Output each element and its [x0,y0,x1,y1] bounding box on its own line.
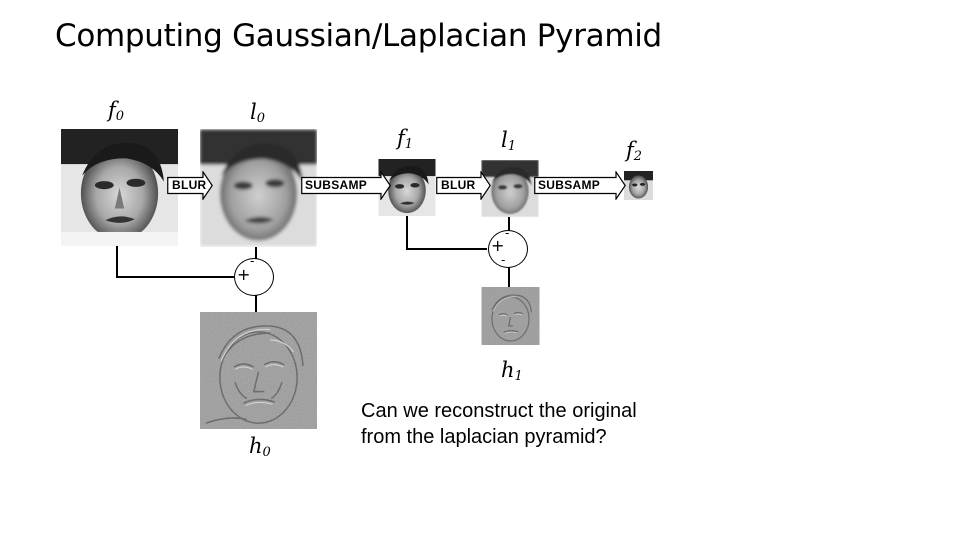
image-f0 [61,129,178,246]
question-line-1: Can we reconstruct the original [361,400,637,422]
label-f0: f0 [108,98,125,124]
connector-l0-to-sum0 [255,247,257,259]
connector-sum0-to-h0 [255,295,257,312]
subsamp-arrow-0 [301,171,391,200]
image-l1 [481,160,539,217]
sum-node-0-plus: + [237,265,251,284]
connector-sum1-to-h1 [508,267,510,288]
subsamp-label-1: SUBSAMP [538,178,601,192]
image-h0 [200,312,317,429]
label-h1: h1 [501,358,523,384]
subsamp-arrow-1 [534,171,626,200]
reconstruction-question: Can we reconstruct the original from the… [361,398,637,450]
image-f2 [624,171,653,200]
image-h1 [481,287,540,345]
label-l0: l0 [250,100,265,126]
sum-node-1-minus-lower: - [501,253,506,267]
connector-f1-down [406,216,408,249]
sum-node-0 [234,258,274,296]
sum-node-1 [488,230,528,268]
blur-label-0: BLUR [172,178,207,192]
sum-node-1-plus: + [491,236,505,255]
blur-arrow-1 [436,171,491,200]
image-l0 [200,129,317,247]
sum-node-1-minus: - [505,226,510,240]
connector-f0-to-sum0 [116,276,234,278]
connector-f1-to-sum1 [406,248,487,250]
label-f1: f1 [397,126,414,152]
connector-l1-to-sum1 [508,217,510,231]
label-f2: f2 [626,138,643,164]
connector-f0-down [116,246,118,277]
blur-label-1: BLUR [441,178,476,192]
label-h0: h0 [249,434,271,460]
question-line-2: from the laplacian pyramid? [361,426,607,448]
blur-arrow-0 [167,171,213,200]
subsamp-label-0: SUBSAMP [305,178,368,192]
slide-title: Computing Gaussian/Laplacian Pyramid [55,18,662,54]
label-l1: l1 [501,128,516,154]
sum-node-0-minus: - [250,254,255,268]
